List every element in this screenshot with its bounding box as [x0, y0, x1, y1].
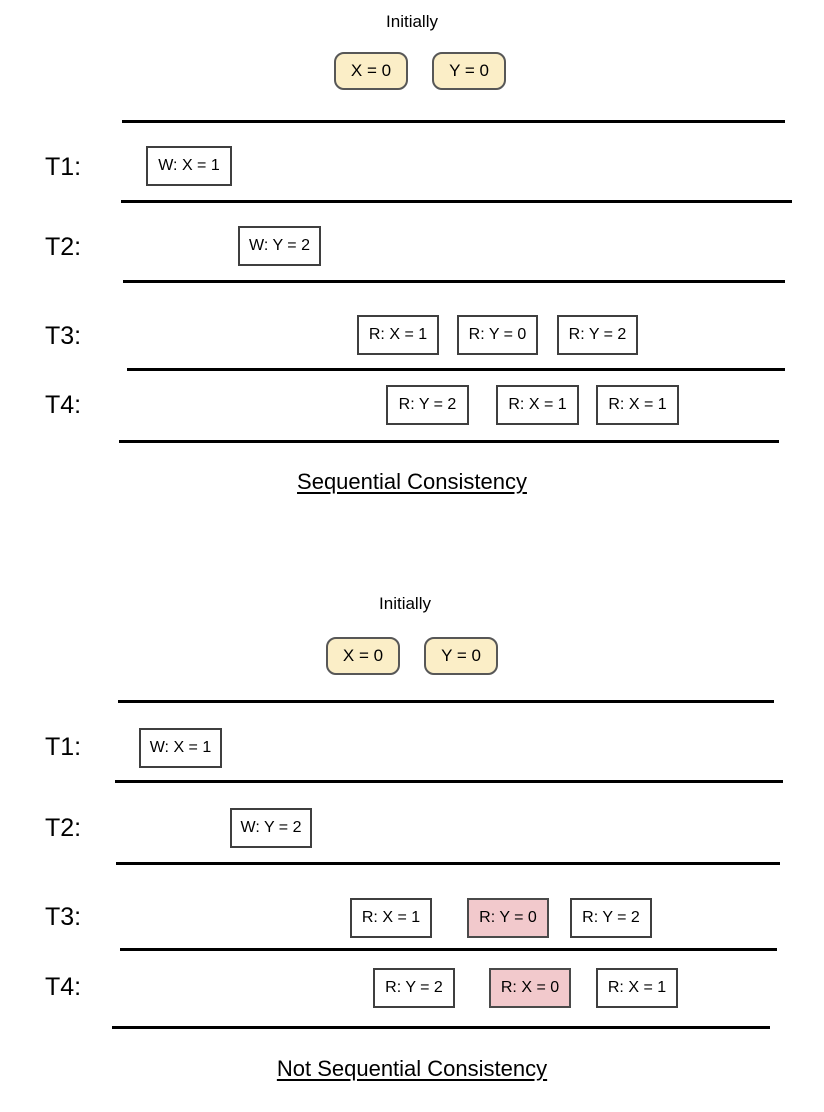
op-box: R: X = 1	[596, 968, 678, 1008]
thread-rule-line	[115, 780, 783, 783]
thread-rule-line	[120, 948, 777, 951]
initial-value-pill-x: X = 0	[334, 52, 408, 90]
initial-values-row: X = 0 Y = 0	[334, 52, 506, 90]
op-box: R: X = 1	[357, 315, 439, 355]
thread-rule-line	[123, 280, 785, 283]
initial-value-pill-x: X = 0	[326, 637, 400, 675]
op-box: R: Y = 2	[373, 968, 455, 1008]
initial-value-pill-y: Y = 0	[424, 637, 498, 675]
op-box: R: X = 1	[596, 385, 679, 425]
thread-rule-line	[121, 200, 792, 203]
op-box: W: Y = 2	[238, 226, 321, 266]
op-box-violation: R: X = 0	[489, 968, 571, 1008]
thread-label-t4: T4:	[45, 391, 82, 419]
op-box: R: X = 1	[496, 385, 579, 425]
thread-label-t3: T3:	[45, 903, 82, 931]
thread-label-t2: T2:	[45, 233, 82, 261]
thread-label-t2: T2:	[45, 814, 82, 842]
op-box: W: X = 1	[139, 728, 222, 768]
thread-rule-line	[122, 120, 785, 123]
thread-rule-line	[127, 368, 785, 371]
op-box: R: Y = 2	[570, 898, 652, 938]
op-box: R: Y = 2	[557, 315, 638, 355]
op-box: R: Y = 2	[386, 385, 469, 425]
op-box: W: X = 1	[146, 146, 232, 186]
op-box: R: X = 1	[350, 898, 432, 938]
thread-rule-line	[112, 1026, 770, 1029]
op-box: W: Y = 2	[230, 808, 312, 848]
thread-label-t4: T4:	[45, 973, 82, 1001]
initial-values-row: X = 0 Y = 0	[326, 637, 498, 675]
op-box: R: Y = 0	[457, 315, 538, 355]
initially-label: Initially	[386, 12, 438, 31]
section-caption-sequential-consistency: Sequential Consistency	[297, 469, 527, 494]
thread-rule-line	[116, 862, 780, 865]
section-caption-not-sequential-consistency: Not Sequential Consistency	[276, 1056, 548, 1081]
thread-label-t3: T3:	[45, 322, 82, 350]
op-box-violation: R: Y = 0	[467, 898, 549, 938]
thread-rule-line	[118, 700, 774, 703]
initially-label: Initially	[379, 594, 431, 613]
thread-rule-line	[119, 440, 779, 443]
thread-label-t1: T1:	[45, 733, 82, 761]
thread-label-t1: T1:	[45, 153, 82, 181]
initial-value-pill-y: Y = 0	[432, 52, 506, 90]
